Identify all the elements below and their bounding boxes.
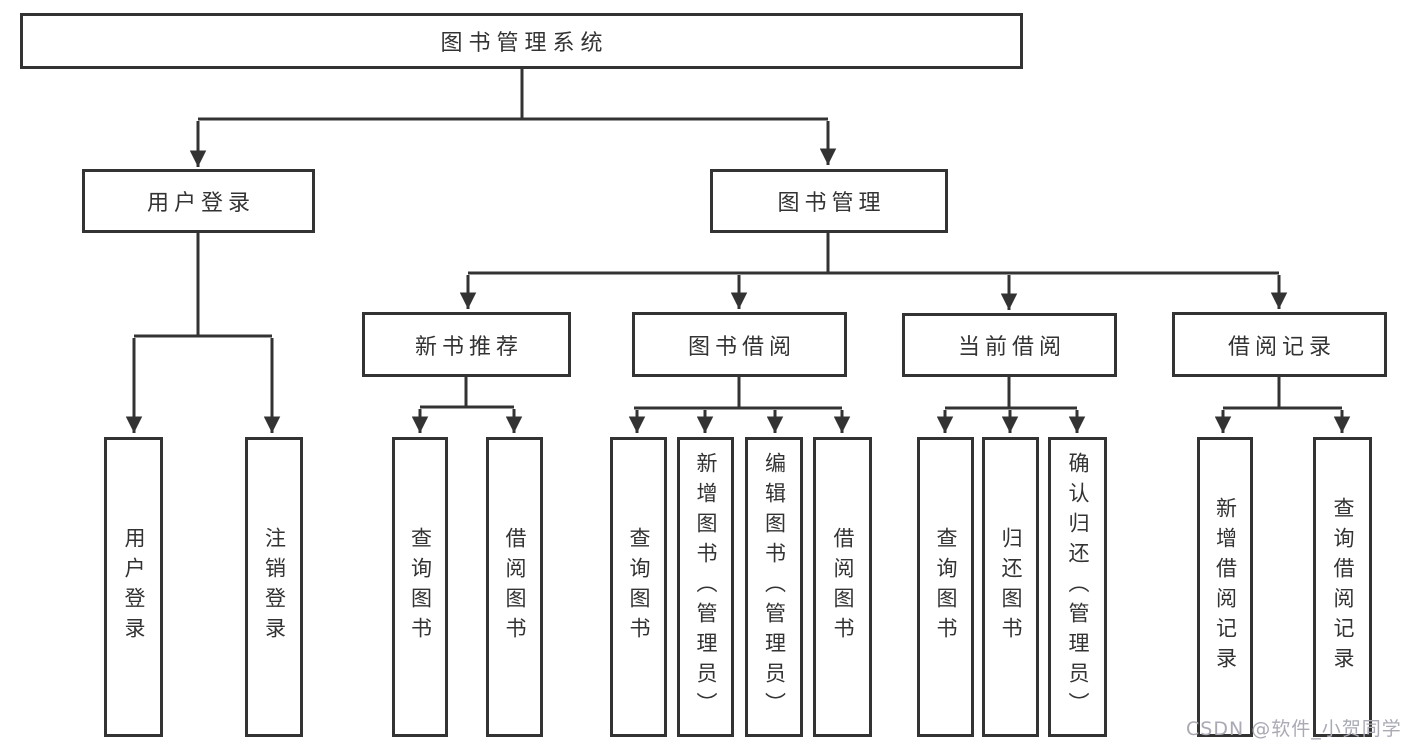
node-label: 图书管理系统: [440, 31, 609, 56]
node-library-management-system: 图书管理系统: [20, 13, 1023, 69]
node-borrow-books-recommend: 借阅图书: [486, 437, 543, 737]
node-return-books: 归还图书: [982, 437, 1039, 737]
node-borrow-books-borrow: 借阅图书: [813, 437, 872, 737]
node-label: 确认归还（管理员）: [1066, 452, 1090, 722]
node-label: 借阅图书: [503, 527, 527, 647]
node-label: 新增借阅记录: [1213, 497, 1238, 677]
node-label: 借阅记录: [1227, 334, 1336, 360]
node-label: 注销登录: [262, 527, 287, 647]
node-label: 新书推荐: [414, 334, 523, 360]
node-label: 查询图书: [408, 527, 433, 647]
node-add-borrow-record: 新增借阅记录: [1197, 437, 1253, 737]
node-confirm-return-admin: 确认归还（管理员）: [1048, 437, 1107, 737]
node-query-borrow-record: 查询借阅记录: [1313, 437, 1372, 737]
node-label: 用户登录: [146, 191, 255, 216]
node-edit-books-admin: 编辑图书（管理员）: [745, 437, 803, 737]
node-label: 借阅图书: [831, 527, 855, 647]
csdn-watermark: CSDN @软件_小贺同学: [1186, 718, 1402, 740]
node-book-management: 图书管理: [710, 169, 948, 233]
node-query-books-recommend: 查询图书: [392, 437, 448, 737]
node-new-book-recommend: 新书推荐: [362, 312, 571, 377]
node-logout: 注销登录: [245, 437, 303, 737]
node-book-borrowing: 图书借阅: [632, 312, 847, 377]
node-label: 图书借阅: [687, 334, 796, 360]
node-label: 编辑图书（管理员）: [762, 452, 787, 722]
node-query-books-borrow: 查询图书: [610, 437, 667, 737]
node-label: 新增图书（管理员）: [694, 452, 718, 722]
node-label: 归还图书: [999, 527, 1023, 647]
node-user-login: 用户登录: [82, 169, 315, 233]
node-current-borrowing: 当前借阅: [902, 313, 1117, 377]
node-add-books-admin: 新增图书（管理员）: [677, 437, 734, 737]
node-query-books-current: 查询图书: [917, 437, 974, 737]
node-label: 查询借阅记录: [1331, 497, 1355, 677]
node-label: 图书管理: [777, 191, 886, 216]
node-label: 查询图书: [627, 527, 651, 647]
node-borrow-records: 借阅记录: [1172, 312, 1387, 377]
node-label: 用户登录: [122, 527, 146, 647]
node-user-login-leaf: 用户登录: [104, 437, 163, 737]
node-label: 当前借阅: [957, 335, 1066, 360]
node-label: 查询图书: [934, 527, 958, 647]
